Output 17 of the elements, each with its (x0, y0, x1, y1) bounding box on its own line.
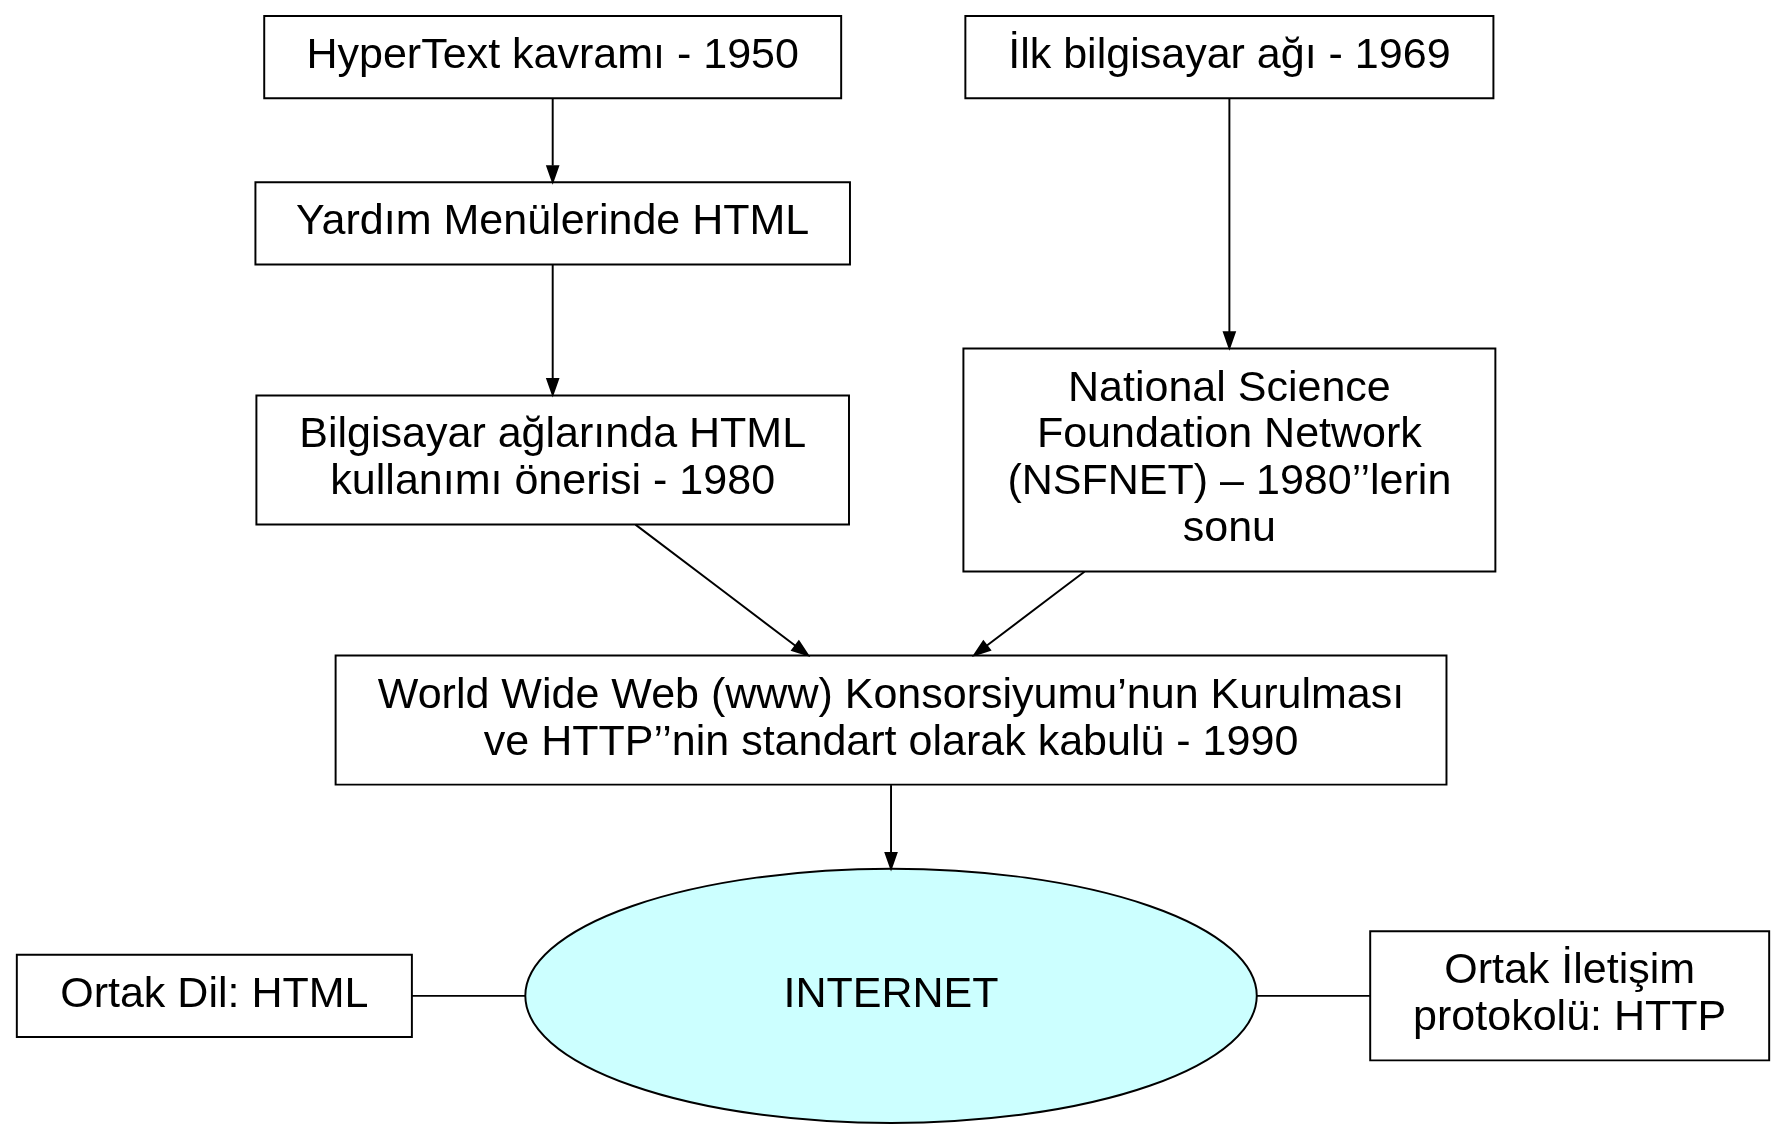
node-ellipse: INTERNET (523, 867, 1258, 1124)
arrow (545, 263, 560, 398)
node-box: Yardım Menülerinde HTML (253, 181, 851, 266)
node-box: İlk bilgisayar ağı - 1969 (963, 15, 1494, 100)
arrow (545, 97, 560, 185)
node-box: HyperText kavramı - 1950 (262, 15, 842, 100)
node-box: National Science Foundation Network (NSFNET) – 1980’’lerin sonu (961, 347, 1496, 573)
arrow (971, 570, 1085, 657)
arrow (883, 784, 898, 872)
arrow (634, 523, 810, 657)
connector (1255, 994, 1371, 997)
connector (410, 994, 526, 997)
node-box: Ortak İletişim protokolü: HTTP (1368, 930, 1770, 1062)
node-box: Ortak Dil: HTML (15, 953, 413, 1038)
arrow (1222, 97, 1236, 351)
node-box: Bilgisayar ağlarında HTML kullanımı önerisi - 1980 (254, 394, 850, 526)
node-box: World Wide Web (www) Konsorsiyumu’nun Kurulması ve HTTP’’nin standart olarak kabulü - 1990 (334, 654, 1447, 786)
